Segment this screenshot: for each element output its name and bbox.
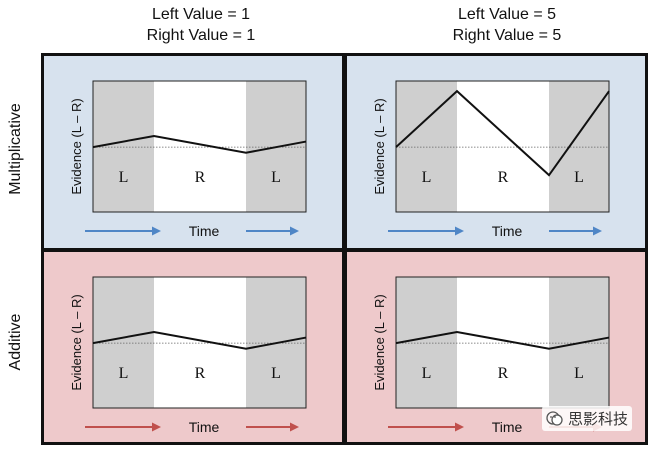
time-label: Time <box>189 419 220 435</box>
evidence-line <box>92 134 307 154</box>
y-axis-label: Evidence (L – R) <box>69 98 84 194</box>
panel-additive-1: L R L Evidence (L – R) Time <box>44 252 342 442</box>
column-header-left: Left Value = 1 Right Value = 1 <box>121 4 281 46</box>
time-label: Time <box>492 419 523 435</box>
y-axis-label: Evidence (L – R) <box>69 294 84 390</box>
row-label-multiplicative: Multiplicative <box>7 103 24 195</box>
wechat-icon <box>546 410 563 426</box>
segment-right <box>154 81 246 212</box>
column-header-left-line2: Right Value = 1 <box>146 27 256 44</box>
evidence-plot: L R L Evidence (L – R) Time <box>372 80 610 239</box>
arrow-head-icon <box>593 226 602 236</box>
evidence-line <box>395 330 610 350</box>
segment-label: R <box>195 169 206 186</box>
segment-left <box>396 81 457 212</box>
panel-multiplicative-1: L R L Evidence (L – R) Time <box>44 56 342 248</box>
segment-label: R <box>498 169 509 186</box>
segment-label: L <box>422 365 432 382</box>
arrow-head-icon <box>152 422 161 432</box>
y-axis-label: Evidence (L – R) <box>372 98 387 194</box>
evidence-plot: L R L Evidence (L – R) Time <box>372 276 610 435</box>
segment-left <box>549 81 609 212</box>
segment-label: L <box>119 365 129 382</box>
segment-left <box>396 277 457 408</box>
segment-label: R <box>498 365 509 382</box>
time-label: Time <box>492 223 523 239</box>
segment-right <box>457 277 549 408</box>
segment-label: L <box>271 365 281 382</box>
watermark: 思影科技 <box>541 406 632 431</box>
panel-grid: L R L Evidence (L – R) Time L R L Evidence (L –… <box>41 53 648 445</box>
evidence-plot: L R L Evidence (L – R) Time <box>69 276 307 435</box>
segment-left <box>93 277 154 408</box>
arrow-head-icon <box>290 422 299 432</box>
arrow-head-icon <box>455 422 464 432</box>
panel-multiplicative-5: L R L Evidence (L – R) Time <box>347 56 645 248</box>
segment-right <box>457 81 549 212</box>
time-label: Time <box>189 223 220 239</box>
segment-label: L <box>422 169 432 186</box>
evidence-line <box>92 330 307 350</box>
column-header-right: Left Value = 5 Right Value = 5 <box>427 4 587 46</box>
column-header-right-line1: Left Value = 5 <box>458 6 556 23</box>
segment-right <box>154 277 246 408</box>
segment-label: L <box>119 169 129 186</box>
arrow-head-icon <box>455 226 464 236</box>
y-axis-label: Evidence (L – R) <box>372 294 387 390</box>
evidence-plot: L R L Evidence (L – R) Time <box>69 80 307 239</box>
arrow-head-icon <box>152 226 161 236</box>
segment-label: L <box>574 365 584 382</box>
segment-left <box>93 81 154 212</box>
column-header-right-line2: Right Value = 5 <box>452 27 562 44</box>
segment-label: R <box>195 365 206 382</box>
segment-label: L <box>574 169 584 186</box>
row-label-additive: Additive <box>7 313 24 371</box>
evidence-line <box>395 89 610 177</box>
arrow-head-icon <box>290 226 299 236</box>
column-header-left-line1: Left Value = 1 <box>152 6 250 23</box>
watermark-text: 思影科技 <box>567 411 628 428</box>
segment-label: L <box>271 169 281 186</box>
